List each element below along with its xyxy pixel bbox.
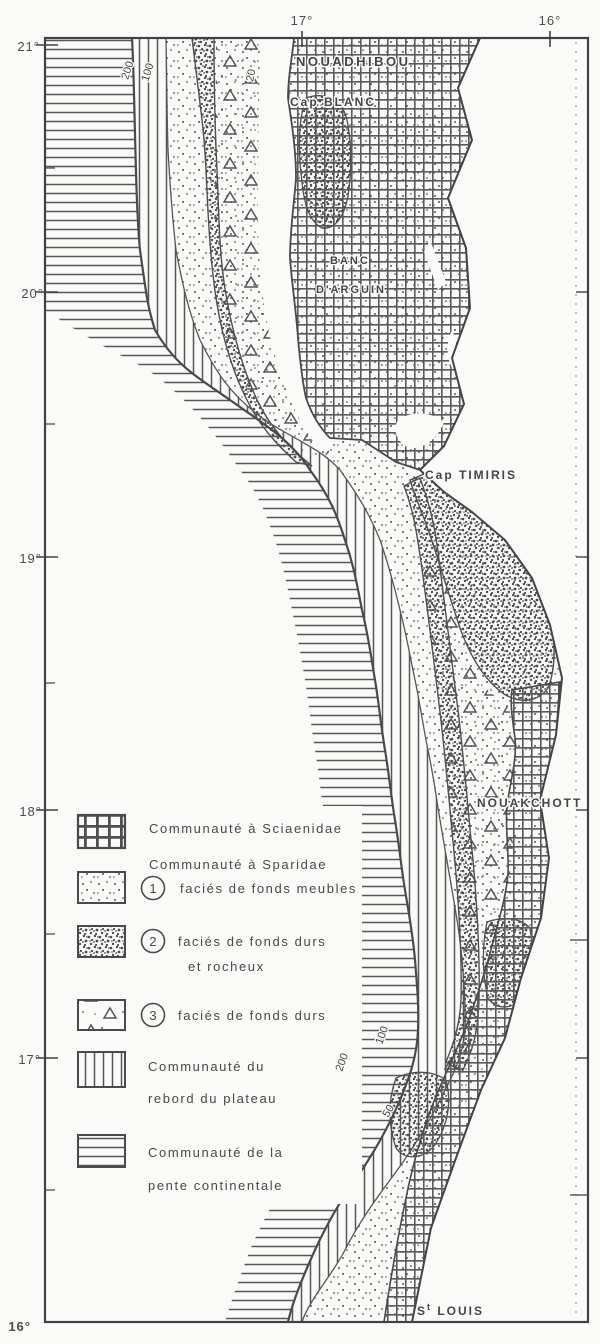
- legend-label-pente-1: Communauté de la: [148, 1145, 283, 1160]
- y-axis-label-20: 20°: [21, 286, 44, 301]
- y-axis-label-19: 19°: [19, 551, 42, 566]
- y-axis-label-21: 21°: [17, 39, 40, 54]
- y-axis-label-18: 18°: [19, 804, 42, 819]
- x-axis-label-17: 17°: [291, 13, 314, 28]
- legend-label-fonds-durs-rocheux: faciés de fonds durs: [178, 934, 326, 949]
- zone-plateau-edge-vlines: [132, 38, 466, 1322]
- legend-label-fonds-durs: faciés de fonds durs: [178, 1008, 326, 1023]
- legend-number-3-circle: [140, 1002, 166, 1028]
- legend-number-2-circle: [140, 928, 166, 954]
- legend-label-sciaenidae: Communauté à Sciaenidae: [149, 821, 343, 836]
- zone-continental-slope-hlines: [45, 38, 419, 1322]
- map-frame-group: [36, 31, 590, 1324]
- legend-label-rebord-2: rebord du plateau: [148, 1091, 277, 1106]
- place-label-st-louis: St LOUIS: [417, 1302, 484, 1318]
- legend-swatch-grid: [76, 813, 127, 850]
- st-louis-prefix: S: [417, 1304, 427, 1318]
- lagoon-white-patch-2: [424, 240, 446, 290]
- st-louis-rest: LOUIS: [432, 1304, 484, 1318]
- place-label-banc-2: D'ARGUIN: [316, 284, 386, 296]
- x-axis-label-16: 16°: [539, 13, 562, 28]
- cap-blanc-rocky-patch: [298, 95, 352, 229]
- legend-label-rebord-1: Communauté du: [148, 1059, 265, 1074]
- legend-swatch-hlines: [77, 1134, 126, 1168]
- place-label-nouadhibou: NOUADHIBOU: [296, 54, 411, 69]
- depth-label-20-north: 20: [244, 68, 258, 82]
- legend-swatch-dots-light: [77, 871, 126, 904]
- map-frame: [43, 36, 590, 1324]
- legend-swatch-triangles: [77, 999, 126, 1031]
- map-legend: Communauté à Sciaenidae Communauté à Spa…: [76, 813, 357, 1193]
- legend-number-1: 1: [149, 881, 156, 896]
- legend-swatch-vlines: [77, 1051, 126, 1088]
- lagoon-white-patch-1: [395, 413, 444, 449]
- zone-grid-coastal-strip: [383, 681, 561, 1323]
- land-area: [412, 38, 586, 1322]
- white-corridor-north: [258, 38, 336, 448]
- axis-labels: 17° 16° 21° 20° 19° 18° 17° 16°: [8, 13, 562, 1334]
- legend-number-1-circle: [140, 875, 166, 901]
- legend-label-pente-2: pente continentale: [148, 1178, 283, 1193]
- coastline: [411, 37, 564, 1323]
- legend-label-sparidae: Communauté à Sparidae: [149, 857, 327, 872]
- legend-number-3: 3: [149, 1008, 156, 1023]
- legend-swatch-dots-dense: [77, 925, 126, 958]
- map-zones: [45, 37, 586, 1323]
- y-axis-label-17: 17°: [18, 1052, 41, 1067]
- place-label-cap-timiris: Cap TIMIRIS: [425, 468, 517, 482]
- place-labels: NOUADHIBOU Cap BLANC BANC D'ARGUIN Cap T…: [289, 53, 582, 1320]
- y-axis-label-16: 16°: [8, 1319, 31, 1334]
- legend-label-et-rocheux: et rocheux: [188, 959, 265, 974]
- st-louis-superscript: t: [427, 1302, 432, 1312]
- place-label-nouakchott: NOUAKCHOTT: [477, 796, 582, 810]
- zone-hard-bottom-triangles-north: [215, 38, 330, 466]
- legend-label-fonds-meubles: faciés de fonds meubles: [180, 881, 357, 896]
- place-label-banc-1: BANC: [330, 255, 370, 267]
- place-label-cap-blanc: Cap BLANC: [290, 95, 376, 109]
- legend-number-2: 2: [149, 934, 156, 949]
